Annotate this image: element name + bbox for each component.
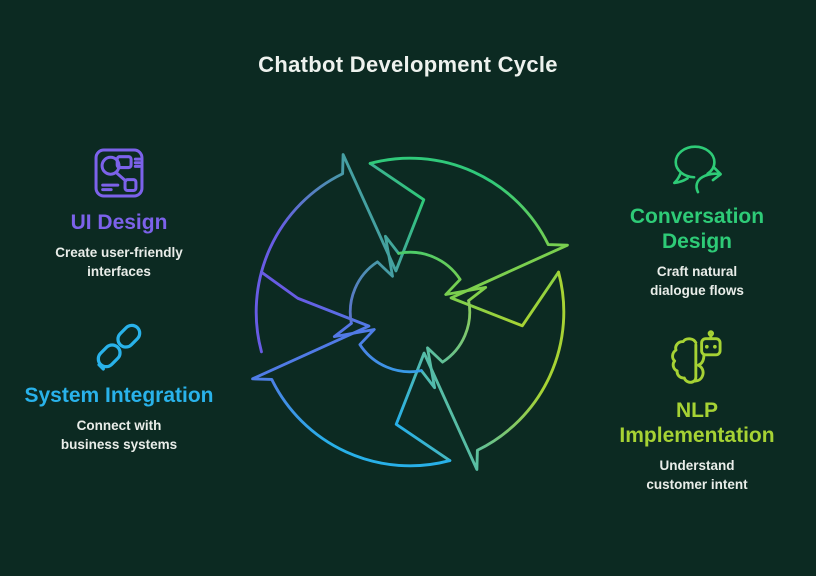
item-description: Connect with business systems (60, 418, 178, 453)
cycle-arrow-lime-outer (394, 270, 566, 471)
brain-robot-icon (667, 330, 727, 390)
item-conversation-design: Conversation Design Craft natural dialog… (597, 138, 797, 301)
cycle-arrow-green-inner (397, 250, 488, 303)
item-label: UI Design (70, 211, 168, 234)
cycle-inner-ring (332, 234, 488, 390)
cycle-arrow-purple-outer (254, 153, 426, 354)
cycle-arrow-cyan-inner (332, 321, 423, 374)
item-system-integration: System Integration Connect with business… (19, 317, 219, 455)
item-description: Understand customer intent (646, 458, 748, 493)
design-board-icon (90, 144, 148, 202)
item-ui-design: UI Design Create user-friendly interface… (19, 144, 219, 282)
page-title: Chatbot Development Cycle (258, 52, 558, 77)
cycle-outer-ring (251, 153, 569, 471)
speech-bubble-arrow-icon (665, 138, 729, 196)
item-label: Conversation Design (629, 205, 765, 254)
item-label: NLP Implementation (619, 399, 775, 448)
item-description: Craft natural dialogue flows (650, 264, 744, 299)
cycle-arrow-green-outer (368, 156, 569, 328)
cycle-arrow-cyan-outer (251, 270, 452, 468)
chain-links-icon (90, 317, 148, 375)
cycle-arrow-lime-inner (419, 299, 472, 390)
cycle-diagram (220, 122, 600, 502)
cycle-arrow-purple-inner (348, 234, 401, 325)
item-label: System Integration (24, 384, 214, 407)
item-description: Create user-friendly interfaces (55, 245, 183, 280)
item-nlp-implementation: NLP Implementation Understand customer i… (597, 330, 797, 495)
